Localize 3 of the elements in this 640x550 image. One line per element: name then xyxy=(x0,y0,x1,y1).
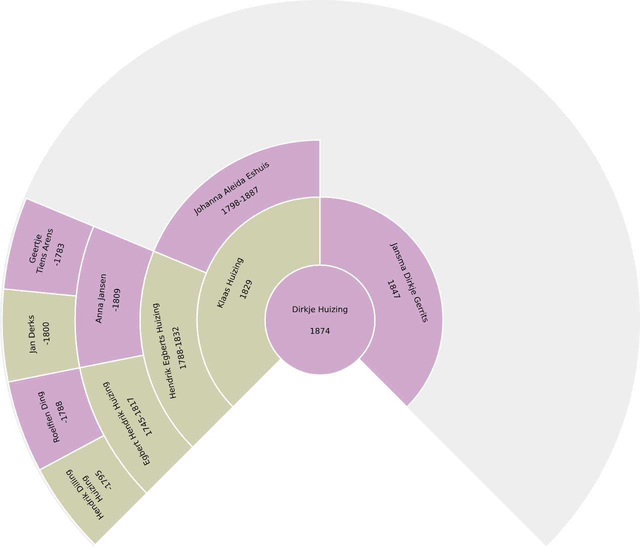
person-wedge: Anna Jansen -1809 xyxy=(74,226,154,368)
person-wedge: Geertje Tiens Arens -1783 xyxy=(2,198,94,297)
person-wedge: Jan Derks -1800 xyxy=(1,288,80,383)
